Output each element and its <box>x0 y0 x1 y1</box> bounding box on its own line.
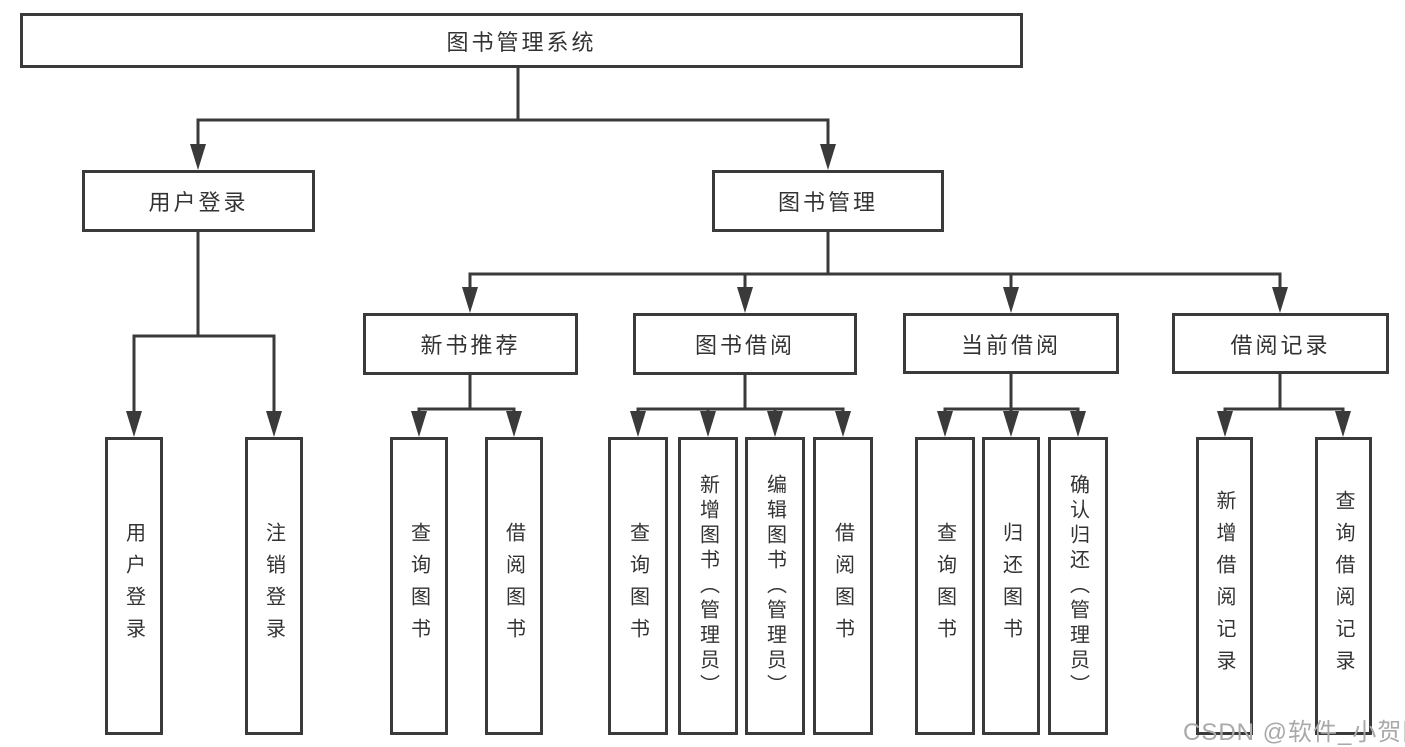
arrowheads <box>126 144 1351 437</box>
arrow-down-icon <box>1003 287 1019 313</box>
connector-lines <box>132 68 1345 414</box>
node-book-borrowing: 图书借阅 <box>633 313 857 375</box>
arrow-down-icon <box>700 411 716 437</box>
node-library-management-system: 图书管理系统 <box>20 13 1023 68</box>
leaf-recommend-query-books: 查询图书 <box>390 437 448 735</box>
leaf-borrowing-borrow-books: 借阅图书 <box>813 437 873 735</box>
leaf-logout: 注销登录 <box>245 437 303 735</box>
arrow-down-icon <box>937 411 953 437</box>
arrow-down-icon <box>411 411 427 437</box>
node-current-borrowing: 当前借阅 <box>903 313 1119 374</box>
arrow-down-icon <box>1217 411 1233 437</box>
arrow-down-icon <box>462 287 478 313</box>
leaf-current-return-books: 归还图书 <box>982 437 1040 735</box>
arrow-down-icon <box>190 144 206 170</box>
arrow-down-icon <box>630 411 646 437</box>
node-borrowing-records: 借阅记录 <box>1172 313 1389 374</box>
arrow-down-icon <box>835 411 851 437</box>
leaf-borrowing-edit-books-admin: 编辑图书（管理员） <box>745 437 805 735</box>
arrow-down-icon <box>1272 287 1288 313</box>
node-user-login: 用户登录 <box>82 170 315 232</box>
leaf-borrowing-add-books-admin: 新增图书（管理员） <box>678 437 738 735</box>
arrow-down-icon <box>506 411 522 437</box>
arrow-down-icon <box>737 287 753 313</box>
leaf-records-add-record: 新增借阅记录 <box>1196 437 1253 735</box>
leaf-borrowing-query-books: 查询图书 <box>608 437 668 735</box>
node-new-book-recommend: 新书推荐 <box>363 313 578 375</box>
leaf-current-query-books: 查询图书 <box>915 437 975 735</box>
leaf-user-login: 用户登录 <box>105 437 163 735</box>
arrow-down-icon <box>767 411 783 437</box>
leaf-records-query-record: 查询借阅记录 <box>1315 437 1372 735</box>
leaf-recommend-borrow-books: 借阅图书 <box>485 437 543 735</box>
arrow-down-icon <box>266 411 282 437</box>
arrow-down-icon <box>820 144 836 170</box>
arrow-down-icon <box>1003 411 1019 437</box>
node-book-management: 图书管理 <box>712 170 944 232</box>
leaf-current-confirm-return-admin: 确认归还（管理员） <box>1048 437 1108 735</box>
arrow-down-icon <box>1335 411 1351 437</box>
csdn-watermark: CSDN @软件_小贺同学 <box>1183 719 1405 746</box>
arrow-down-icon <box>1070 411 1086 437</box>
arrow-down-icon <box>126 411 142 437</box>
